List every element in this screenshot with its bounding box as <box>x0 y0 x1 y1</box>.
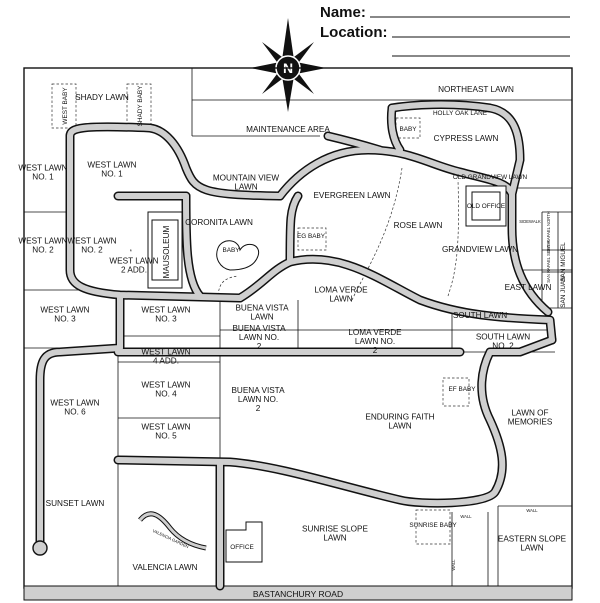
area-valencia-lawn: VALENCIA LAWN <box>132 563 197 572</box>
road-bastanchury: BASTANCHURY ROAD <box>253 589 343 599</box>
area-cypress-lawn: CYPRESS LAWN <box>434 134 499 143</box>
area-mausoleum: MAUSOLEUM <box>162 225 171 278</box>
coronita-divider <box>217 275 239 301</box>
office-building <box>225 521 263 563</box>
section-boundaries <box>24 68 572 586</box>
area-west-baby: WEST BABY <box>62 87 69 125</box>
area-baby: BABY <box>399 126 417 133</box>
evergreen-rose-divider <box>351 167 403 301</box>
cemetery-lanes-fill <box>32 101 555 589</box>
name-location-form: Name: Location: <box>320 4 570 57</box>
area-south-lawn: SOUTH LAWN <box>453 311 507 320</box>
name-label: Name: <box>320 4 366 21</box>
coronita-baby-heart <box>216 240 260 271</box>
area-labels: WEST BABY SHADY LAWN SHADY BABY MAINTENA… <box>18 85 567 599</box>
area-old-grandview-lawn: OLD GRANDVIEW LAWN <box>453 174 528 181</box>
area-coronita-baby: BABY <box>222 247 240 254</box>
area-san-rafael-north: SAN RAFAEL NORTH <box>546 211 551 253</box>
area-maintenance: MAINTENANCE AREA <box>246 125 330 134</box>
location-label: Location: <box>320 24 388 41</box>
bastanchury-road <box>23 585 573 601</box>
area-eg-baby: EG BABY <box>297 233 326 240</box>
area-wall-top: WALL <box>460 514 472 519</box>
area-shady-lawn: SHADY LAWN <box>75 93 129 102</box>
area-holly-oak-lane: HOLLY OAK LANE <box>433 110 487 117</box>
area-sunset-lawn: SUNSET LAWN <box>46 499 105 508</box>
area-ef-baby: EF BABY <box>449 386 477 393</box>
area-coronita-lawn: CORONITA LAWN <box>185 218 253 227</box>
area-wall-mid: WALL <box>451 559 456 571</box>
area-evergreen-lawn: EVERGREEN LAWN <box>313 191 390 200</box>
area-grandview-lawn: GRANDVIEW LAWN <box>442 245 518 254</box>
area-san-juan: SAN JUAN <box>560 276 567 308</box>
area-east-lawn: EAST LAWN <box>505 283 552 292</box>
area-sunrise-baby: SUNRISE BABY <box>409 522 457 529</box>
area-old-office: OLD OFFICE <box>467 203 505 210</box>
compass-rose-icon: N <box>250 18 326 112</box>
area-office: OFFICE <box>230 544 253 551</box>
area-northeast-lawn: NORTHEAST LAWN <box>438 85 514 94</box>
area-rose-lawn: ROSE LAWN <box>394 221 443 230</box>
area-san-miguel: SAN MIGUEL <box>560 242 567 282</box>
rose-grandview-divider <box>447 179 459 297</box>
area-san-rafael-south: SAN RAFAEL SOUTH <box>546 241 551 283</box>
area-sidewalk: SIDEWALK <box>519 219 541 224</box>
area-shady-baby: SHADY BABY <box>137 85 144 126</box>
area-wall-right: WALL <box>526 508 538 513</box>
